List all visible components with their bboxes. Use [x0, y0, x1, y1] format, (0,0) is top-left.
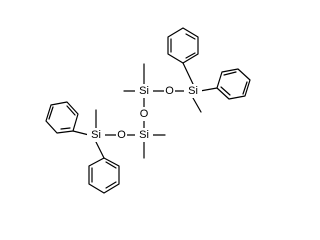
atom-si4: Si	[91, 129, 101, 141]
bond-si1-methyl-down	[192, 97, 202, 113]
siloxane-structure: Si Si Si Si O O O	[45, 27, 251, 194]
atom-si2: Si	[139, 85, 149, 97]
atom-o3: O	[117, 129, 126, 141]
phenyl-ring-left	[45, 101, 79, 134]
bond-si1-phenyl-upper	[182, 62, 194, 85]
bond-si1-phenyl-right	[199, 87, 218, 92]
bond-si4-phenyl-lower	[95, 141, 105, 159]
atom-si1: Si	[188, 85, 198, 97]
phenyl-ring-right	[216, 68, 251, 100]
phenyl-ring-upper	[167, 27, 199, 64]
atom-o2: O	[140, 108, 149, 120]
phenyl-ring-lower	[88, 157, 120, 194]
bond-si4-phenyl-left	[72, 130, 90, 136]
atom-o1: O	[165, 85, 174, 97]
atom-si3: Si	[139, 129, 149, 141]
atom-labels: Si Si Si Si O O O	[87, 84, 202, 142]
